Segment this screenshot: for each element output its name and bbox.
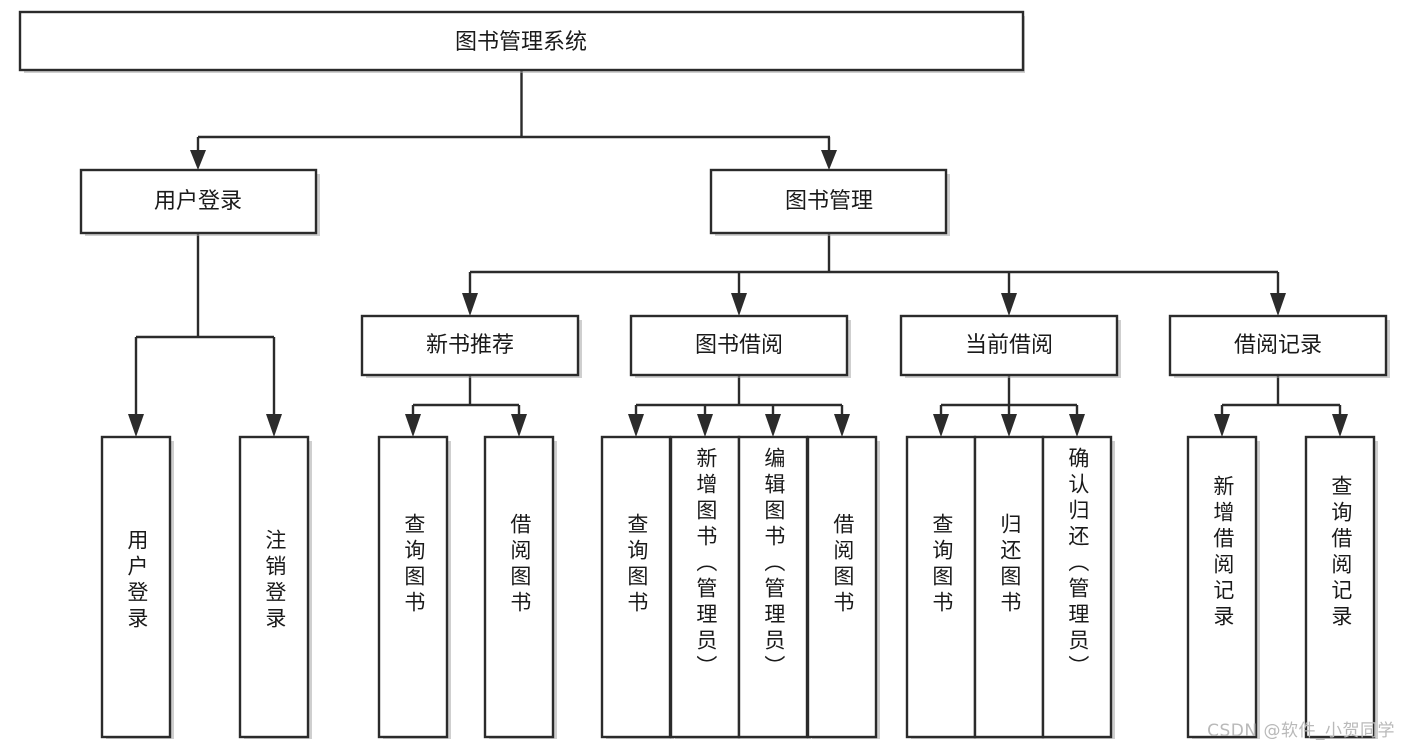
- node-new-book-recommend-rect[interactable]: [360, 314, 580, 377]
- arrow-head-book-borrow: [731, 293, 747, 316]
- arrow-head-leaf-query-book-3: [933, 414, 949, 437]
- node-new-book-recommend[interactable]: 新书推荐: [360, 314, 580, 377]
- arrow-head-leaf-query-book-2: [628, 414, 644, 437]
- arrow-head-leaf-return-book: [1001, 414, 1017, 437]
- node-user-login[interactable]: 用户登录: [79, 168, 318, 235]
- arrow-head-leaf-confirm-return: [1069, 414, 1085, 437]
- arrow-head-leaf-borrow-book-2: [834, 414, 850, 437]
- node-book-manage-rect[interactable]: [709, 168, 948, 235]
- arrow-head-leaf-add-book: [697, 414, 713, 437]
- arrow-head-leaf-add-record: [1214, 414, 1230, 437]
- node-book-borrow[interactable]: 图书借阅: [629, 314, 849, 377]
- node-book-borrow-label: 图书借阅: [695, 333, 783, 358]
- node-leaf-query-record-rect[interactable]: [1304, 435, 1376, 739]
- node-root[interactable]: 图书管理系统: [18, 10, 1025, 72]
- node-leaf-logout-rect[interactable]: [238, 435, 310, 739]
- node-current-borrow-rect[interactable]: [899, 314, 1119, 377]
- node-book-manage[interactable]: 图书管理: [709, 168, 948, 235]
- node-book-manage-label: 图书管理: [785, 189, 873, 214]
- node-book-borrow-rect[interactable]: [629, 314, 849, 377]
- node-leaf-confirm-return-rect[interactable]: [1041, 435, 1113, 739]
- node-leaf-edit-book-rect[interactable]: [737, 435, 809, 739]
- arrow-head-borrow-record: [1270, 293, 1286, 316]
- node-borrow-record-rect[interactable]: [1168, 314, 1388, 377]
- node-borrow-record[interactable]: 借阅记录: [1168, 314, 1388, 377]
- arrow-head-leaf-user-login: [128, 414, 144, 437]
- node-root-rect[interactable]: [18, 10, 1025, 72]
- node-leaf-query-book-1-rect[interactable]: [377, 435, 449, 739]
- node-leaf-query-book-2-rect[interactable]: [600, 435, 672, 739]
- node-layer: 图书管理系统 用户登录 图书管理 新书推荐 图书借阅 当前: [18, 10, 1388, 739]
- arrow-head-leaf-query-record: [1332, 414, 1348, 437]
- arrow-head-leaf-edit-book: [765, 414, 781, 437]
- arrow-head-current-borrow: [1001, 293, 1017, 316]
- watermark-text: CSDN @软件_小贺同学: [1207, 721, 1395, 741]
- node-leaf-add-record-rect[interactable]: [1186, 435, 1258, 739]
- arrow-head-user-login: [190, 150, 206, 170]
- arrow-head-book-manage: [821, 150, 837, 170]
- node-current-borrow[interactable]: 当前借阅: [899, 314, 1119, 377]
- node-borrow-record-label: 借阅记录: [1234, 333, 1322, 358]
- node-current-borrow-label: 当前借阅: [965, 333, 1053, 358]
- node-leaf-user-login-rect[interactable]: [100, 435, 172, 739]
- node-leaf-return-book-rect[interactable]: [973, 435, 1045, 739]
- arrow-head-leaf-borrow-book-1: [511, 414, 527, 437]
- node-new-book-recommend-label: 新书推荐: [426, 333, 514, 358]
- node-user-login-rect[interactable]: [79, 168, 318, 235]
- connector-layer: [128, 69, 1348, 437]
- arrow-head-leaf-logout: [266, 414, 282, 437]
- node-leaf-query-book-3-rect[interactable]: [905, 435, 977, 739]
- arrow-head-leaf-query-book-1: [405, 414, 421, 437]
- arrow-head-new-book-recommend: [462, 293, 478, 316]
- node-root-label: 图书管理系统: [455, 30, 587, 55]
- node-leaf-add-book-rect[interactable]: [669, 435, 741, 739]
- node-leaf-borrow-book-2-rect[interactable]: [806, 435, 878, 739]
- node-leaf-borrow-book-1-rect[interactable]: [483, 435, 555, 739]
- node-user-login-label: 用户登录: [154, 189, 242, 214]
